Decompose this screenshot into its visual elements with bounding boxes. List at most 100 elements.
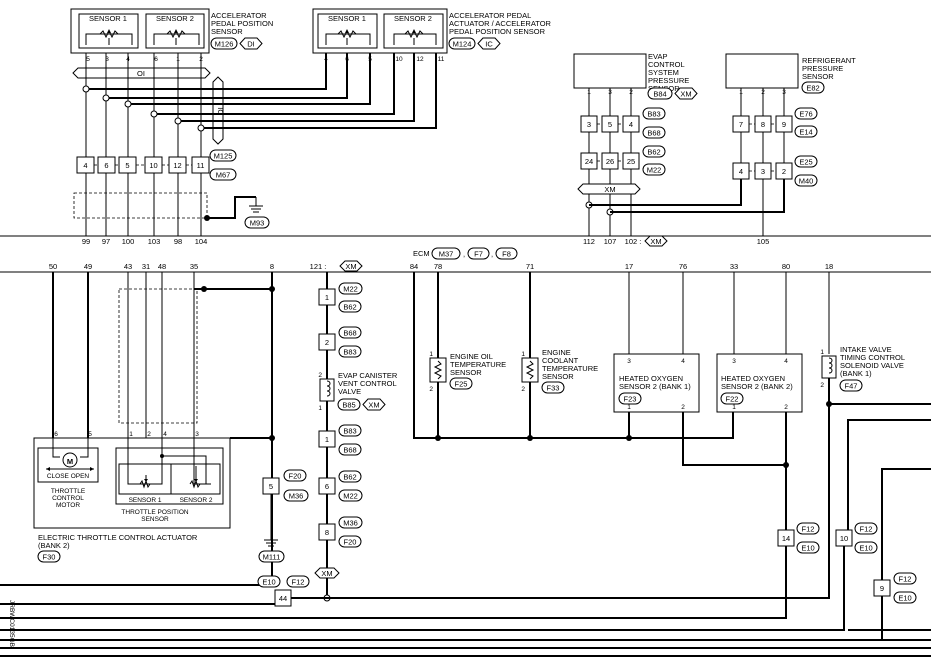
svg-text:THROTTLE POSITION: THROTTLE POSITION <box>121 509 188 516</box>
svg-text:M22: M22 <box>343 285 358 294</box>
svg-text:2: 2 <box>782 167 786 176</box>
ecm-connector-f7: F7 <box>467 247 490 260</box>
ecm-connector-m37: M37 <box>431 247 461 260</box>
svg-text:PEDAL POSITION: PEDAL POSITION <box>211 19 273 28</box>
svg-text:THROTTLE: THROTTLE <box>51 488 86 495</box>
svg-text:12: 12 <box>416 56 424 63</box>
svg-text:4: 4 <box>739 167 743 176</box>
svg-text:XM: XM <box>604 185 615 194</box>
accelerator-pedal-position-sensor: SENSOR 1 SENSOR 2 ACCELERATOR PEDAL POSI… <box>70 8 273 63</box>
svg-text:COOLANT: COOLANT <box>542 356 579 365</box>
svg-text:121 :: 121 : <box>310 262 327 271</box>
svg-text:102 :: 102 : <box>625 237 642 246</box>
ecm-label: ECM <box>413 249 430 258</box>
refrigerant-pressure-sensor: REFRIGERANT PRESSURE SENSOR E82 1 2 3 7 … <box>589 53 856 246</box>
svg-text:F33: F33 <box>547 384 560 393</box>
svg-text:B62: B62 <box>647 148 660 157</box>
svg-text:2: 2 <box>325 338 329 347</box>
svg-text:CLOSE OPEN: CLOSE OPEN <box>47 473 90 480</box>
svg-text:6: 6 <box>325 482 329 491</box>
svg-text:ELECTRIC THROTTLE CONTROL ACTU: ELECTRIC THROTTLE CONTROL ACTUATOR <box>38 533 198 542</box>
svg-text:80: 80 <box>782 262 790 271</box>
svg-text:M22: M22 <box>343 492 358 501</box>
svg-text:112: 112 <box>583 237 595 246</box>
svg-text:XM: XM <box>680 90 691 99</box>
svg-text:1: 1 <box>627 404 631 411</box>
svg-text:SYSTEM: SYSTEM <box>648 68 679 77</box>
svg-text:F12: F12 <box>860 525 873 534</box>
svg-text:F30: F30 <box>43 553 56 562</box>
svg-text:17: 17 <box>625 262 633 271</box>
svg-text:6: 6 <box>154 56 158 63</box>
svg-text:B68: B68 <box>647 129 660 138</box>
svg-text:2: 2 <box>429 386 433 393</box>
svg-text:2: 2 <box>820 382 824 389</box>
svg-text:25: 25 <box>627 157 635 166</box>
svg-text:B83: B83 <box>647 110 660 119</box>
svg-text:3: 3 <box>587 120 591 129</box>
svg-text:1: 1 <box>732 404 736 411</box>
svg-text:XM: XM <box>345 262 356 271</box>
svg-text:SENSOR: SENSOR <box>802 72 834 81</box>
svg-text:7: 7 <box>739 120 743 129</box>
svg-text:INTAKE VALVE: INTAKE VALVE <box>840 345 892 354</box>
svg-text:8: 8 <box>270 262 274 271</box>
svg-text:10: 10 <box>840 534 848 543</box>
diagram-code: JRBWC0135GB <box>8 600 15 647</box>
svg-text:9: 9 <box>782 120 786 129</box>
svg-text:3: 3 <box>732 358 736 365</box>
svg-text:(BANK 2): (BANK 2) <box>38 541 70 550</box>
svg-text:4: 4 <box>324 56 328 63</box>
svg-text:2: 2 <box>784 404 788 411</box>
svg-text:14: 14 <box>782 534 790 543</box>
svg-text:4: 4 <box>83 161 87 170</box>
heated-oxygen-sensor-bank1: 3 4 HEATED OXYGEN SENSOR 2 (BANK 1) F23 … <box>613 272 786 466</box>
svg-text:PRESSURE: PRESSURE <box>802 64 843 73</box>
svg-text:2: 2 <box>681 404 685 411</box>
svg-text:E10: E10 <box>859 544 872 553</box>
svg-text:TEMPERATURE: TEMPERATURE <box>542 364 598 373</box>
svg-text:97: 97 <box>102 237 110 246</box>
svg-text:31: 31 <box>142 262 150 271</box>
joint-connector-44: 44 E10 F12 <box>0 575 830 607</box>
svg-text:76: 76 <box>679 262 687 271</box>
svg-text:REFRIGERANT: REFRIGERANT <box>802 56 856 65</box>
svg-text:5: 5 <box>608 120 612 129</box>
svg-text:E10: E10 <box>898 594 911 603</box>
svg-text:ACCELERATOR: ACCELERATOR <box>211 11 267 20</box>
svg-text:84: 84 <box>410 262 418 271</box>
svg-text:B62: B62 <box>343 473 356 482</box>
svg-text:SENSOR 1: SENSOR 1 <box>129 497 162 504</box>
svg-text:B85: B85 <box>342 401 355 410</box>
joint-connector-10: 10 F12 E10 <box>0 419 931 631</box>
svg-text:DI: DI <box>247 40 255 49</box>
svg-text:,: , <box>491 250 493 259</box>
svg-text:105: 105 <box>757 237 770 246</box>
svg-text:F22: F22 <box>726 395 739 404</box>
svg-text:M: M <box>67 457 73 466</box>
svg-text:(BANK 1): (BANK 1) <box>840 369 872 378</box>
bottom-ecm-pins: 50 49 43 31 48 35 8 121 : XM 84 78 71 17… <box>49 260 833 272</box>
svg-text:M37: M37 <box>439 250 454 259</box>
svg-text:SENSOR: SENSOR <box>450 368 482 377</box>
svg-text:26: 26 <box>606 157 614 166</box>
svg-text:3: 3 <box>195 431 199 438</box>
svg-text:B62: B62 <box>343 303 356 312</box>
svg-text:9: 9 <box>880 584 884 593</box>
svg-text:99: 99 <box>82 237 90 246</box>
svg-text:SENSOR: SENSOR <box>141 516 169 523</box>
svg-text:18: 18 <box>825 262 833 271</box>
svg-text:F20: F20 <box>344 538 357 547</box>
svg-text:TIMING CONTROL: TIMING CONTROL <box>840 353 905 362</box>
svg-text:B83: B83 <box>343 427 356 436</box>
svg-text:11: 11 <box>438 56 445 63</box>
svg-text:B68: B68 <box>343 446 356 455</box>
engine-coolant-temperature-sensor: 1 2 ENGINE COOLANT TEMPERATURE SENSOR F3… <box>521 272 598 438</box>
accelerator-pedal-actuator: SENSOR 1 SENSOR 2 ACCELERATOR PEDAL ACTU… <box>312 8 552 63</box>
svg-text:ACTUATOR / ACCELERATOR: ACTUATOR / ACCELERATOR <box>449 19 552 28</box>
svg-text:M40: M40 <box>799 177 814 186</box>
svg-text:1: 1 <box>129 431 133 438</box>
svg-text:5: 5 <box>125 161 129 170</box>
intake-valve-timing-solenoid: 1 2 INTAKE VALVE TIMING CONTROL SOLENOID… <box>820 272 931 598</box>
